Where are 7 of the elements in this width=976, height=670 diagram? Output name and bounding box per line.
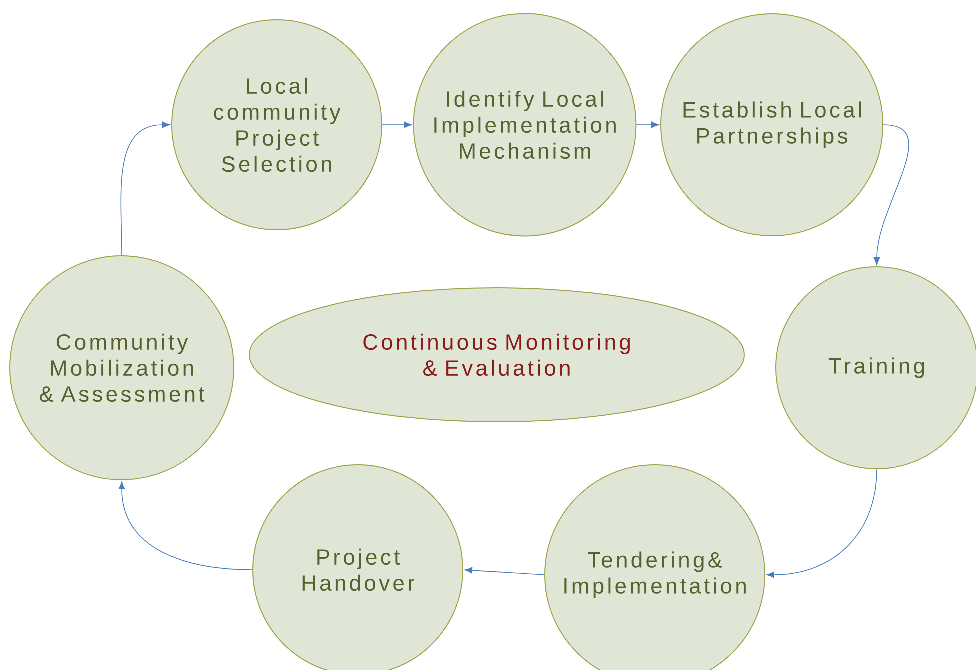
arrow <box>382 122 412 128</box>
arrow <box>874 124 910 266</box>
arrow <box>120 122 170 256</box>
arrow <box>636 122 660 128</box>
arrow <box>464 567 545 576</box>
arrow <box>118 482 253 570</box>
arrow <box>766 469 878 578</box>
